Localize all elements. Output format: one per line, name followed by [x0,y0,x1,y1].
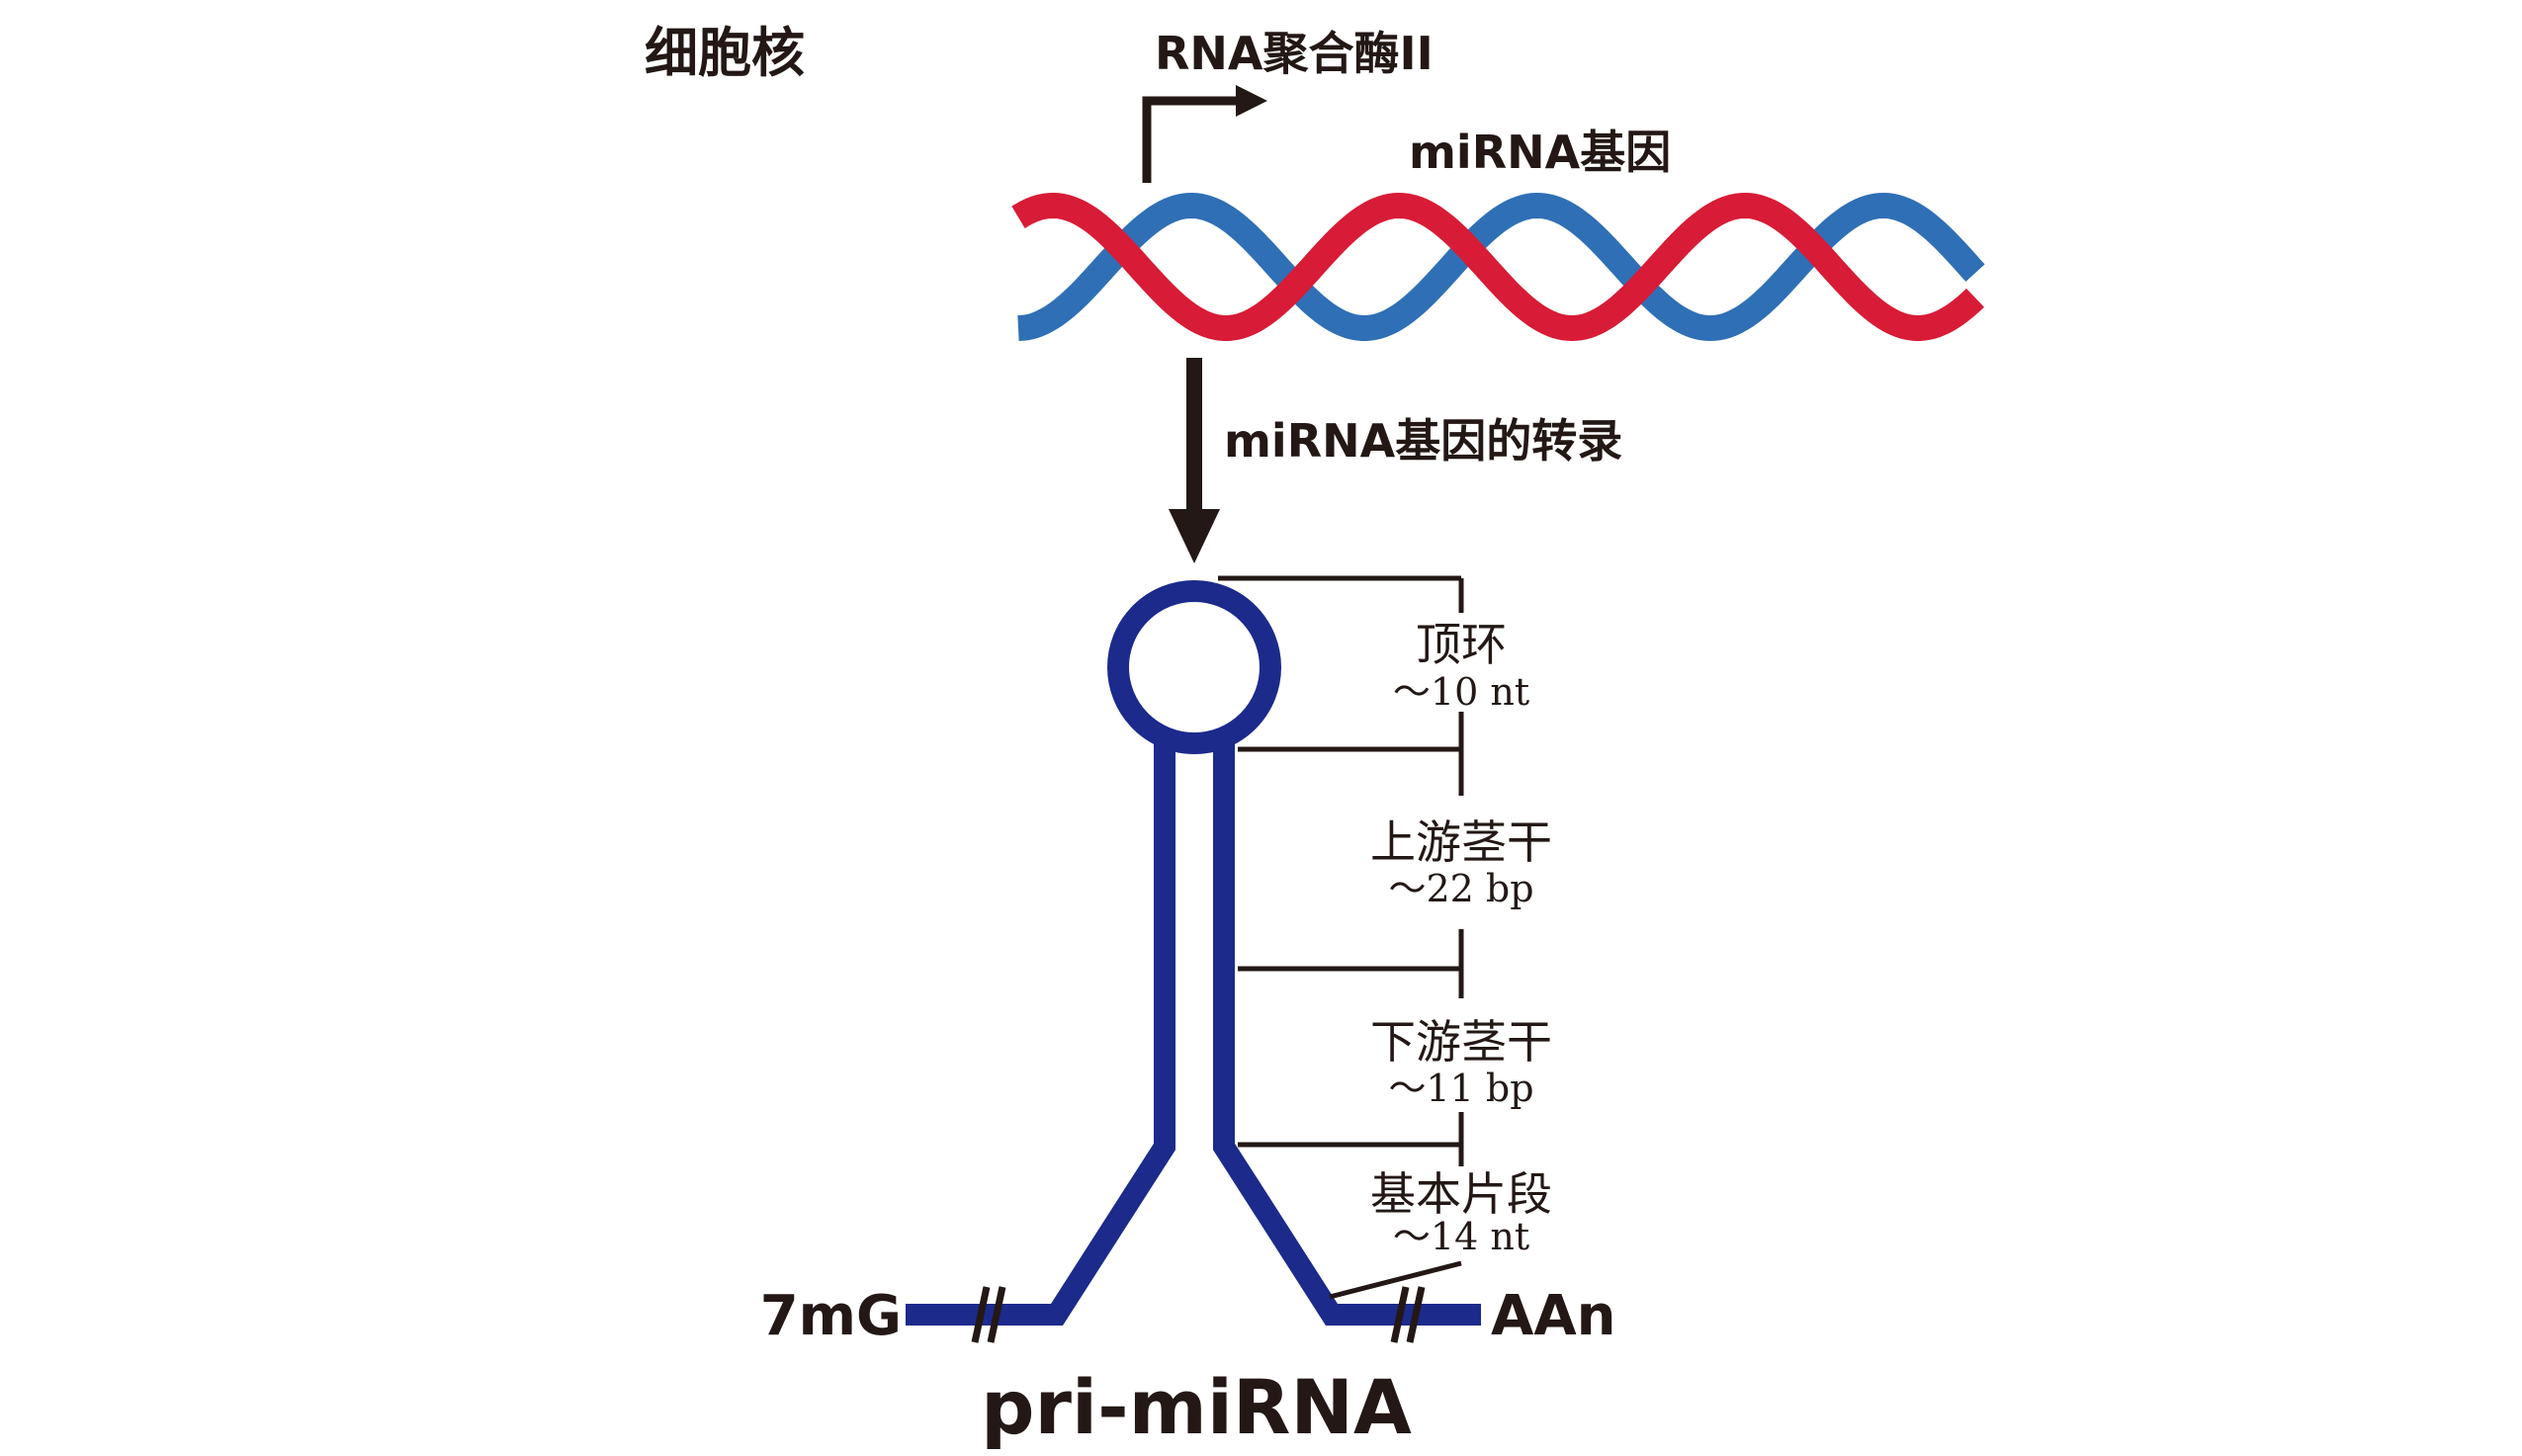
tail-label: AAn [1491,1284,1616,1348]
break-marks [971,1286,1426,1343]
bracket-tick-basal [1329,1260,1462,1300]
segment-size-upper-stem: ～22 bp [1388,867,1533,910]
hairpin-right-strand [1213,731,1481,1326]
transcription-label: miRNA基因的转录 [1224,414,1622,468]
promoter-arrow [1142,96,1244,183]
dna-double-helix [1011,192,1985,342]
segment-name-lower-stem: 下游茎干 [1370,1015,1552,1069]
segment-name-loop: 顶环 [1416,618,1507,671]
nucleus-label: 细胞核 [645,22,805,84]
region-brackets [1218,575,1464,1300]
polymerase-label: RNA聚合酶II [1155,27,1434,80]
promoter-arrow-head [1236,85,1267,117]
gene-label: miRNA基因 [1409,126,1671,179]
segment-name-basal: 基本片段 [1370,1167,1552,1221]
hairpin-left-strand [906,731,1175,1326]
segment-size-loop: ～10 nt [1393,670,1529,714]
region-labels: 顶环 ～10 nt 上游茎干 ～22 bp 下游茎干 ～11 bp 基本片段 ～… [1370,618,1552,1258]
break-mark-left-1 [971,1286,991,1343]
product-label: pri-miRNA [981,1363,1412,1451]
break-mark-right-1 [1390,1286,1410,1343]
segment-name-upper-stem: 上游茎干 [1370,815,1552,869]
break-mark-left-2 [987,1286,1006,1343]
dna-strand-red [1011,192,1984,342]
segment-size-basal: ～14 nt [1393,1215,1529,1258]
terminal-loop [1107,580,1281,754]
cap-label: 7mG [760,1284,902,1348]
segment-size-lower-stem: ～11 bp [1388,1067,1533,1110]
transcription-arrow-head [1169,509,1220,563]
break-mark-right-2 [1406,1286,1426,1343]
